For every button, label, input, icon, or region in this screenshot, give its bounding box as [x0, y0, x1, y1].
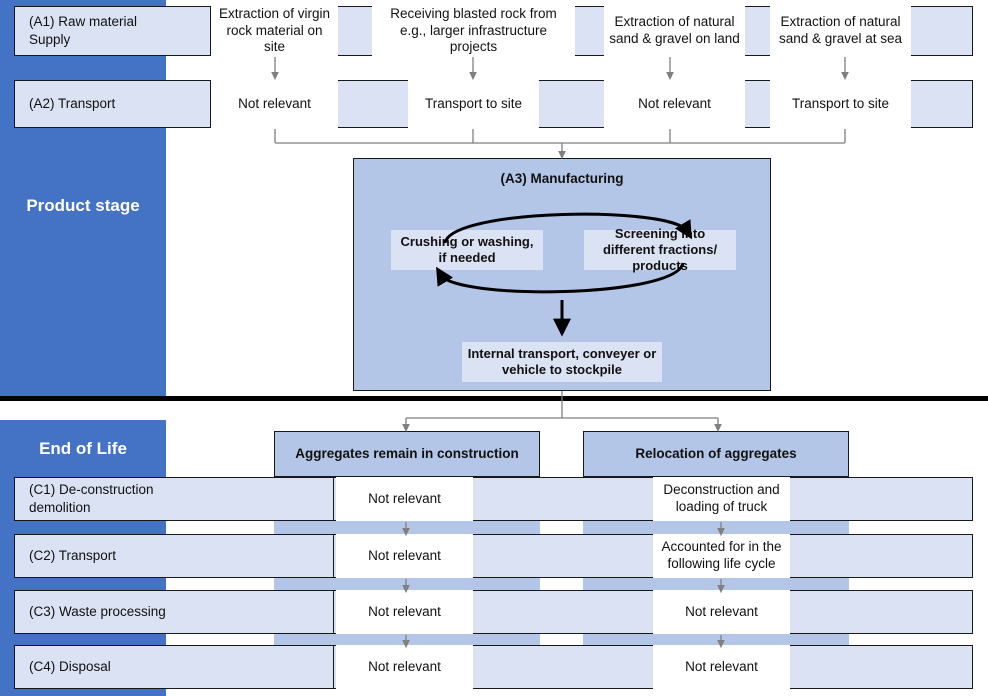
- row-c3-label-line1: (C3) Waste processing: [29, 604, 166, 620]
- manufacturing-title: (A3) Manufacturing: [500, 171, 624, 186]
- a1-cell-2: Receiving blasted rock from e.g., larger…: [372, 6, 575, 56]
- scenario-header-remain: Aggregates remain in construction: [274, 431, 540, 477]
- row-a1-label-line1: (A1) Raw material: [29, 14, 138, 30]
- row-c3-label: (C3) Waste processing: [14, 590, 334, 634]
- internal-transport-box: Internal transport, conveyer or vehicle …: [462, 342, 662, 382]
- a2-cell-2: Transport to site: [408, 80, 539, 128]
- row-c1-label-line1: (C1) De-construction: [29, 482, 154, 498]
- a1-cell-3: Extraction of natural sand & gravel on l…: [604, 6, 745, 56]
- end-of-life-label: End of Life: [39, 439, 127, 459]
- product-stage-column: [0, 0, 166, 396]
- a1-cell-4: Extraction of natural sand & gravel at s…: [770, 6, 911, 56]
- crushing-washing-box: Crushing or washing, if needed: [391, 230, 543, 270]
- c1-cell-remain: Not relevant: [336, 477, 473, 521]
- row-a2-label: (A2) Transport: [14, 80, 211, 128]
- c3-cell-relocation: Not relevant: [653, 590, 790, 634]
- row-a1-label-line2: Supply: [29, 32, 71, 47]
- stage-divider: [0, 396, 988, 401]
- row-c1-label: (C1) De-construction demolition: [14, 477, 334, 521]
- c2-cell-relocation: Accounted for in the following life cycl…: [653, 534, 790, 578]
- c2-cell-remain: Not relevant: [336, 534, 473, 578]
- c4-cell-relocation: Not relevant: [653, 645, 790, 689]
- product-stage-label: Product stage: [26, 196, 140, 216]
- c3-cell-remain: Not relevant: [336, 590, 473, 634]
- row-c1-label-line2: demolition: [29, 500, 91, 515]
- scenario-header-relocation: Relocation of aggregates: [583, 431, 849, 477]
- row-c4-label-line1: (C4) Disposal: [29, 659, 111, 675]
- c4-cell-remain: Not relevant: [336, 645, 473, 689]
- c1-cell-relocation: Deconstruction and loading of truck: [653, 477, 790, 521]
- row-c2-label-line1: (C2) Transport: [29, 548, 117, 564]
- screening-box: Screening into different fractions/ prod…: [584, 226, 736, 273]
- a2-cell-4: Transport to site: [770, 80, 911, 128]
- row-a2-label-text: (A2) Transport: [29, 96, 116, 112]
- a2-cell-1: Not relevant: [211, 80, 338, 128]
- row-a1-label: (A1) Raw material Supply: [14, 6, 211, 56]
- row-c4-label: (C4) Disposal: [14, 645, 334, 689]
- a2-cell-3: Not relevant: [604, 80, 745, 128]
- a1-cell-1: Extraction of virgin rock material on si…: [211, 6, 338, 56]
- row-c2-label: (C2) Transport: [14, 534, 334, 578]
